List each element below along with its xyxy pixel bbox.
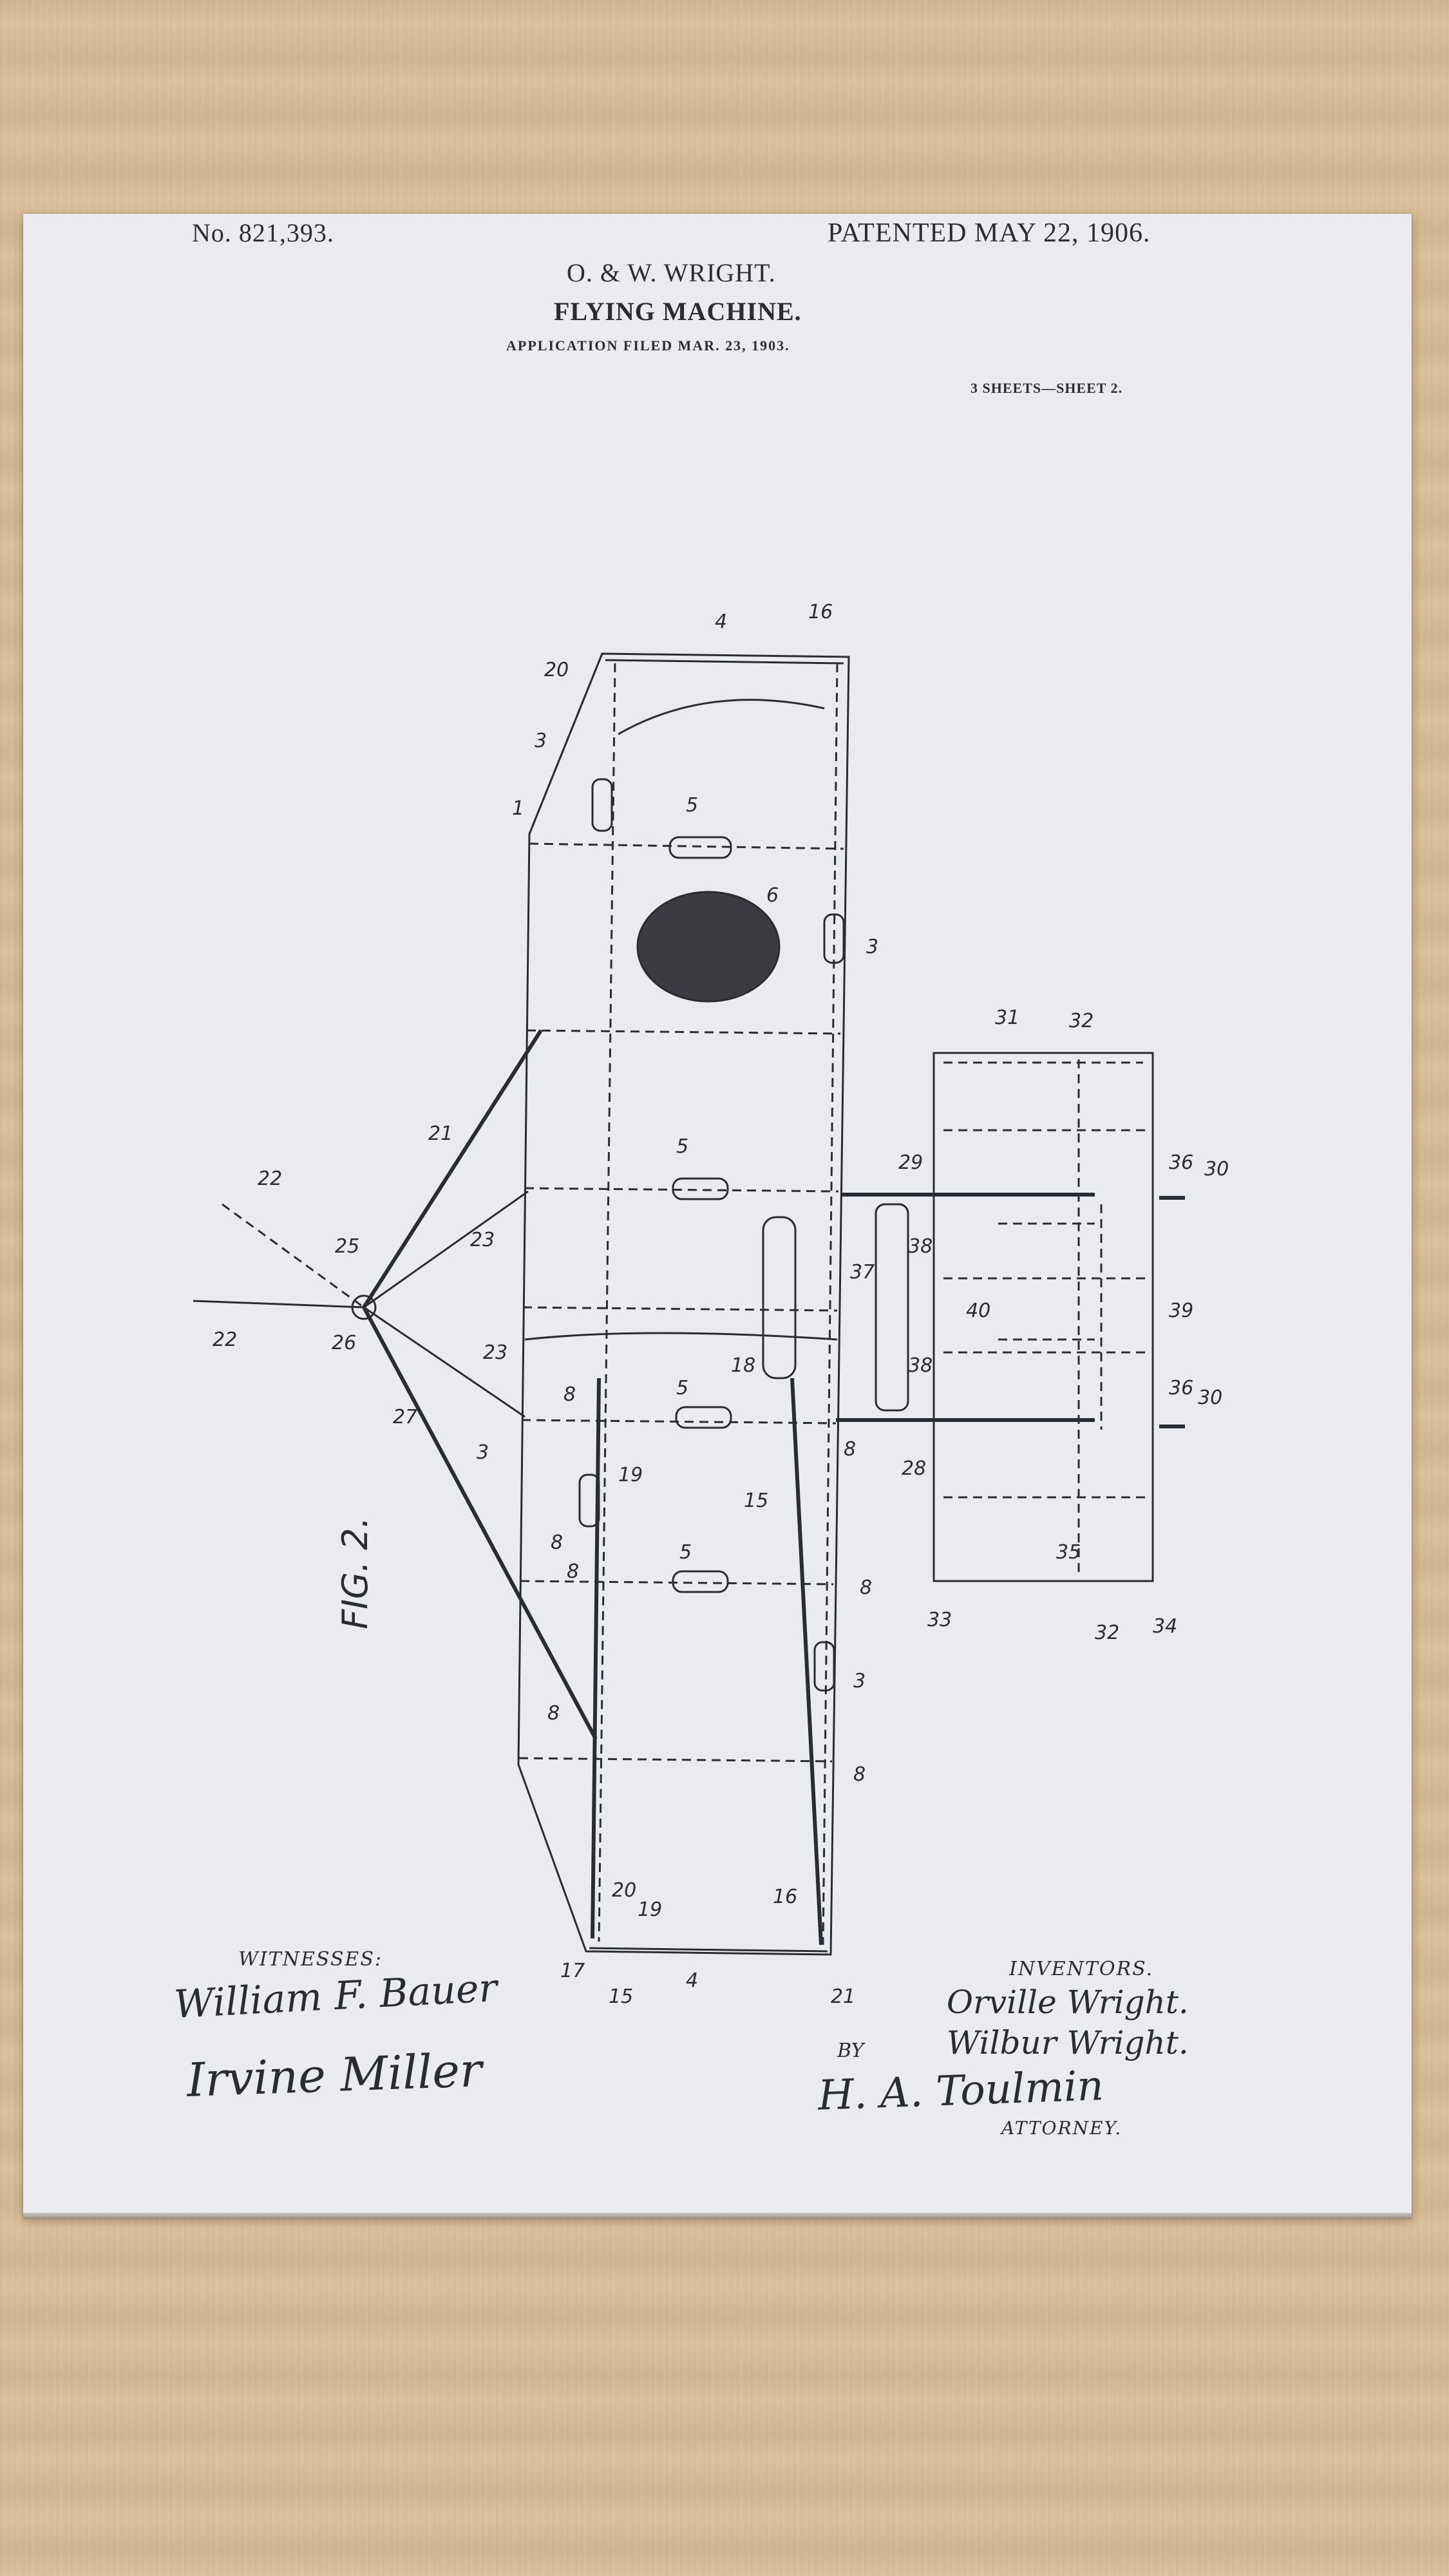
svg-text:19: 19 <box>618 1464 643 1486</box>
svg-text:37: 37 <box>850 1261 875 1283</box>
svg-text:5: 5 <box>676 1377 688 1399</box>
svg-text:8: 8 <box>547 1702 560 1725</box>
sheet-edge <box>23 2213 1412 2219</box>
by-label: BY <box>837 2040 864 2062</box>
inventors-label: INVENTORS. <box>1009 1958 1154 1980</box>
svg-text:38: 38 <box>908 1235 933 1258</box>
svg-text:36: 36 <box>1169 1377 1193 1399</box>
witness-signature-2: Irvine Miller <box>185 2043 483 2107</box>
svg-text:17: 17 <box>560 1960 585 1982</box>
svg-text:3: 3 <box>535 730 547 752</box>
svg-text:20: 20 <box>544 659 569 681</box>
svg-text:19: 19 <box>638 1899 662 1921</box>
svg-text:3: 3 <box>866 936 878 958</box>
svg-text:39: 39 <box>1169 1300 1193 1322</box>
svg-text:25: 25 <box>335 1235 359 1258</box>
svg-text:4: 4 <box>715 611 727 633</box>
svg-text:8: 8 <box>860 1577 872 1599</box>
patent-number: No. 821,393. <box>192 218 334 247</box>
svg-text:30: 30 <box>1204 1158 1229 1180</box>
svg-text:36: 36 <box>1169 1151 1193 1174</box>
inventor-signature-2: Wilbur Wright. <box>947 2024 1189 2061</box>
svg-text:1: 1 <box>512 797 524 820</box>
svg-text:32: 32 <box>1095 1622 1119 1644</box>
svg-text:15: 15 <box>744 1490 768 1512</box>
svg-text:26: 26 <box>332 1332 356 1354</box>
patent-sheet <box>23 214 1412 2217</box>
svg-text:23: 23 <box>470 1229 495 1251</box>
rear-rudder <box>836 1052 1185 1582</box>
svg-text:4: 4 <box>686 1969 698 1992</box>
svg-text:20: 20 <box>612 1879 636 1902</box>
patent-title: FLYING MACHINE. <box>554 297 802 326</box>
attorney-signature: H. A. Toulmin <box>817 2062 1104 2120</box>
svg-text:30: 30 <box>1198 1387 1222 1409</box>
svg-text:38: 38 <box>908 1354 933 1377</box>
svg-text:21: 21 <box>831 1985 855 2008</box>
svg-text:40: 40 <box>966 1300 990 1322</box>
operator-position <box>636 891 781 1003</box>
witnesses-label: WITNESSES: <box>238 1948 383 1971</box>
reference-numbers: 20 4 16 3 1 5 6 3 31 32 21 22 5 29 36 30… <box>213 601 1229 2008</box>
attorney-label: ATTORNEY. <box>1001 2117 1122 2139</box>
svg-text:6: 6 <box>766 884 779 907</box>
svg-text:35: 35 <box>1056 1541 1081 1564</box>
svg-text:3: 3 <box>477 1441 489 1464</box>
svg-text:16: 16 <box>808 601 833 623</box>
inventors-heading: O. & W. WRIGHT. <box>567 258 776 287</box>
svg-text:23: 23 <box>483 1341 507 1364</box>
svg-text:33: 33 <box>927 1609 952 1631</box>
svg-text:21: 21 <box>428 1122 453 1145</box>
svg-text:22: 22 <box>213 1329 237 1351</box>
inventor-signature-1: Orville Wright. <box>947 1984 1189 2021</box>
application-filed: APPLICATION FILED MAR. 23, 1903. <box>506 337 790 354</box>
svg-text:16: 16 <box>773 1886 797 1908</box>
svg-text:8: 8 <box>844 1438 856 1461</box>
svg-text:18: 18 <box>731 1354 755 1377</box>
patent-date: PATENTED MAY 22, 1906. <box>828 218 1151 248</box>
svg-text:31: 31 <box>995 1007 1019 1029</box>
svg-text:27: 27 <box>393 1406 417 1428</box>
svg-text:29: 29 <box>898 1151 923 1174</box>
svg-text:5: 5 <box>676 1135 688 1158</box>
svg-text:3: 3 <box>853 1670 866 1692</box>
svg-text:22: 22 <box>258 1168 282 1190</box>
svg-text:5: 5 <box>679 1541 692 1564</box>
main-wing <box>517 652 850 1956</box>
svg-text:8: 8 <box>853 1763 866 1786</box>
figure-label: FIG. 2. <box>335 1517 375 1629</box>
svg-text:15: 15 <box>609 1985 633 2008</box>
sheet-count: 3 SHEETS—SHEET 2. <box>971 380 1123 396</box>
svg-text:5: 5 <box>686 794 698 817</box>
wing-rib-holes <box>578 778 845 1692</box>
rudder-bracing <box>193 1029 823 1946</box>
svg-text:34: 34 <box>1153 1615 1177 1638</box>
svg-text:28: 28 <box>902 1457 926 1480</box>
svg-text:8: 8 <box>551 1531 563 1554</box>
svg-text:8: 8 <box>567 1560 579 1583</box>
svg-text:32: 32 <box>1069 1010 1094 1032</box>
svg-text:8: 8 <box>564 1383 576 1406</box>
